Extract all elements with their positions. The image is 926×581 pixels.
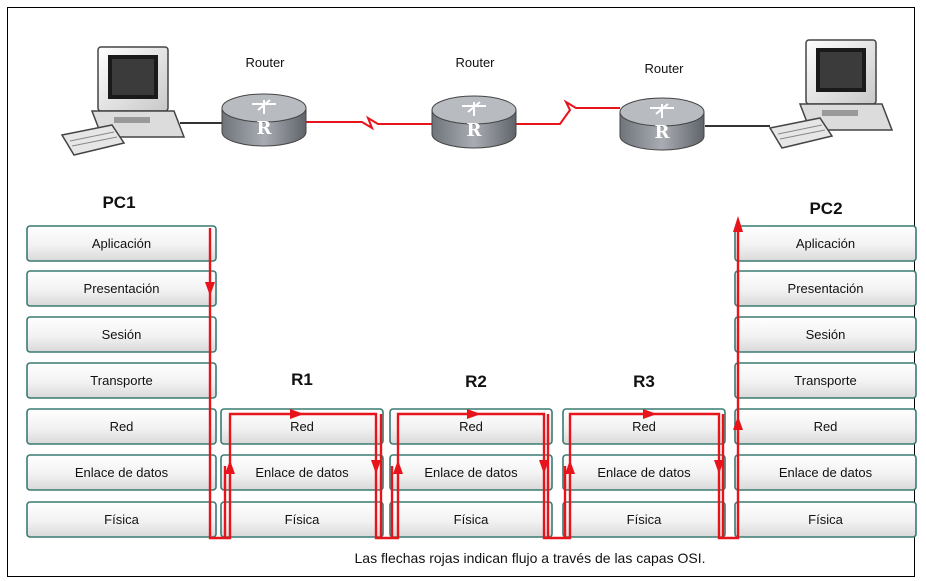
router-layer-box — [220, 501, 384, 538]
router-layer-box — [220, 408, 384, 445]
node-title-pc1: PC1 — [102, 193, 135, 212]
node-title-r1: R1 — [291, 370, 313, 389]
router-icon: R — [619, 97, 705, 151]
router-layer-box — [220, 454, 384, 491]
router-layer-label: Red — [632, 419, 656, 434]
node-title-r2: R2 — [465, 372, 487, 391]
arrow-up-icon — [565, 460, 575, 474]
osi-layer-box — [26, 408, 217, 445]
osi-layer-box — [734, 270, 917, 307]
router-layer-label: Red — [459, 419, 483, 434]
osi-layer-label: Sesión — [102, 327, 142, 342]
osi-layer-box — [734, 316, 917, 353]
osi-layer-label: Enlace de datos — [779, 465, 873, 480]
computer-icon — [60, 46, 186, 156]
router-layer-label: Física — [454, 512, 489, 527]
osi-layer-box — [734, 225, 917, 262]
osi-layer-label: Red — [110, 419, 134, 434]
arrow-down-icon — [714, 460, 724, 474]
router-layer-label: Red — [290, 419, 314, 434]
network-links — [180, 99, 770, 131]
osi-layer-label: Presentación — [788, 281, 864, 296]
osi-layer-label: Transporte — [794, 373, 856, 388]
osi-layer-box — [26, 316, 217, 353]
router-glyph: R — [467, 120, 483, 141]
router-layer-box — [389, 408, 553, 445]
router-layer-box — [389, 501, 553, 538]
osi-layer-label: Física — [104, 512, 139, 527]
osi-layer-label: Aplicación — [796, 236, 855, 251]
router-layer-label: Enlace de datos — [255, 465, 349, 480]
arrow-up-icon — [733, 416, 743, 430]
router-label: Router — [245, 55, 285, 70]
serial-link-2 — [515, 99, 620, 125]
router-label: Router — [644, 61, 684, 76]
osi-layer-label: Red — [814, 419, 838, 434]
arrow-down-icon — [539, 460, 549, 474]
arrow-right-icon — [290, 409, 304, 419]
node-title-pc2: PC2 — [809, 199, 842, 218]
data-flow-path — [205, 216, 743, 540]
osi-layer-box — [26, 454, 217, 491]
r1-layer-stack: Red Enlace de datos Física — [220, 408, 384, 538]
router-layer-box — [562, 454, 726, 491]
serial-link-1 — [305, 115, 432, 131]
router-glyph: R — [655, 122, 671, 143]
router-layer-label: Enlace de datos — [424, 465, 518, 480]
pc1-osi-stack: Aplicación Presentación Sesión Transport… — [26, 225, 217, 538]
router-layer-box — [389, 454, 553, 491]
router-glyph: R — [257, 118, 273, 139]
r2-layer-stack: Red Enlace de datos Física — [389, 408, 553, 538]
node-title-r3: R3 — [633, 372, 655, 391]
router-layer-label: Física — [285, 512, 320, 527]
router-layer-label: Física — [627, 512, 662, 527]
osi-layer-box — [26, 362, 217, 399]
router-layer-label: Enlace de datos — [597, 465, 691, 480]
router-label: Router — [455, 55, 495, 70]
osi-layer-box — [26, 501, 217, 538]
osi-layer-box — [734, 501, 917, 538]
osi-layer-label: Presentación — [84, 281, 160, 296]
osi-layer-box — [26, 225, 217, 262]
router-icon: R — [431, 95, 517, 149]
router-icon: R — [221, 93, 307, 147]
osi-layer-box — [734, 362, 917, 399]
arrow-down-icon — [205, 282, 215, 296]
diagram-caption: Las flechas rojas indican flujo a través… — [355, 550, 706, 566]
arrow-up-icon — [225, 460, 235, 474]
osi-layer-label: Enlace de datos — [75, 465, 169, 480]
pc2-osi-stack: Aplicación Presentación Sesión Transport… — [734, 225, 917, 538]
osi-layer-box — [26, 270, 217, 307]
osi-layer-label: Aplicación — [92, 236, 151, 251]
arrow-down-icon — [371, 460, 381, 474]
osi-layer-label: Transporte — [90, 373, 152, 388]
osi-layer-label: Sesión — [806, 327, 846, 342]
computer-icon — [768, 39, 894, 149]
osi-layer-label: Física — [808, 512, 843, 527]
arrow-up-icon — [393, 460, 403, 474]
arrow-up-icon — [733, 216, 743, 232]
arrow-right-icon — [643, 409, 657, 419]
arrow-right-icon — [467, 409, 481, 419]
osi-layer-box — [734, 454, 917, 491]
router-layer-box — [562, 501, 726, 538]
r3-layer-stack: Red Enlace de datos Física — [562, 408, 726, 538]
router-layer-box — [562, 408, 726, 445]
